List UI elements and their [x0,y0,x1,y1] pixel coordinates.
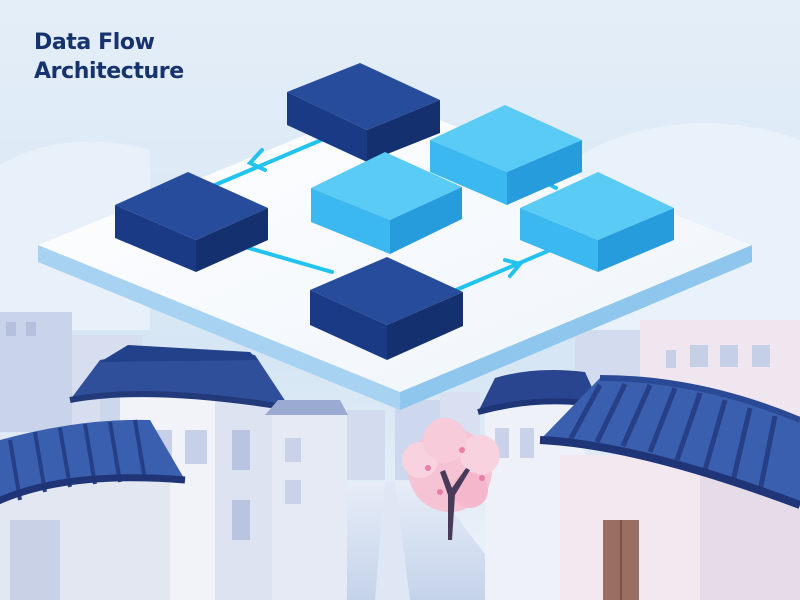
side-building-left [265,400,348,600]
cherry-blossom-tree-icon [402,418,500,540]
node-top-left [287,63,440,162]
street [300,482,520,600]
title-line-1: Data Flow [34,30,155,55]
chevron-left-icon [246,148,267,172]
node-bottom [310,257,463,360]
street-center [375,482,410,600]
connector-bottom-to-right [454,243,564,292]
title-line-2: Architecture [34,59,184,84]
hanok-building-right-near [539,375,800,600]
node-top-right [430,105,582,205]
chevron-right-icon [503,258,524,278]
node-center [311,152,462,254]
page-title: Data Flow Architecture [34,28,184,86]
node-left [115,172,268,272]
node-right [520,172,674,272]
hanok-building-left-near [0,419,186,600]
connector-top-left-to-left [213,136,328,187]
